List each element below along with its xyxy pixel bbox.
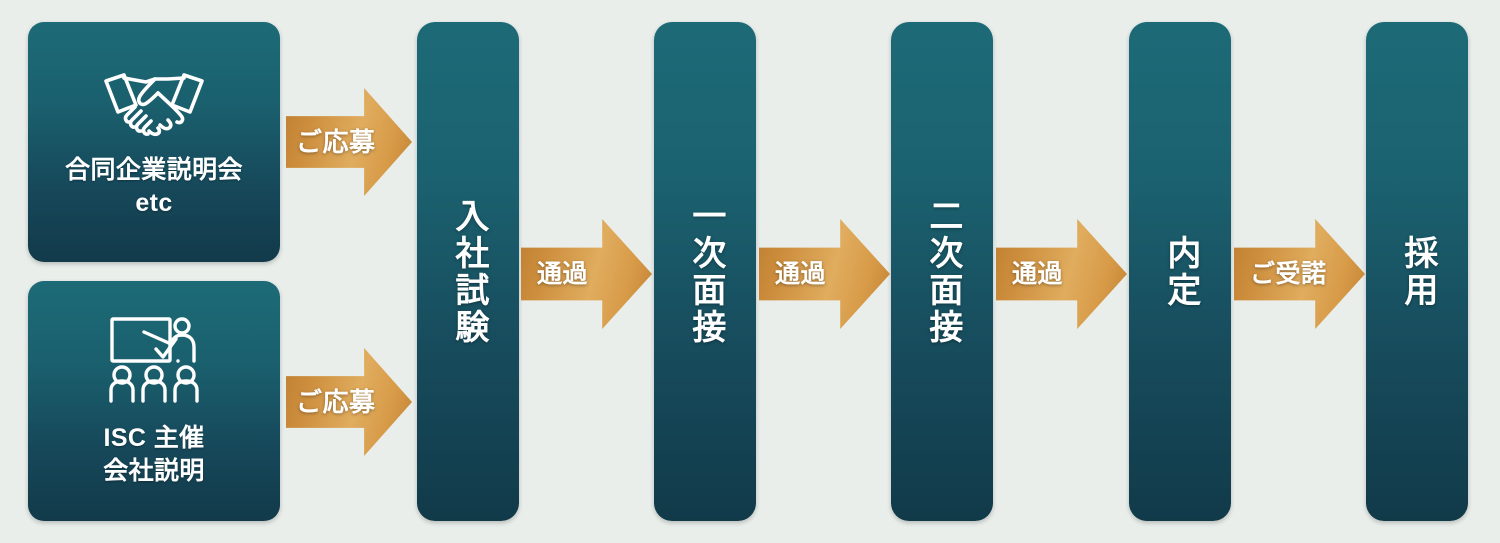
stage-hired[interactable]: 採用 (1366, 22, 1468, 521)
arrow-label: ご応募 (296, 387, 376, 417)
entry-card-joint-company-briefing[interactable]: 合同企業説明会 etc (28, 22, 280, 262)
stage-label: 入社試験 (449, 197, 488, 346)
stage-job-offer[interactable]: 内定 (1129, 22, 1231, 521)
arrow-label: 通過 (537, 259, 589, 288)
handshake-icon (98, 65, 210, 144)
entry-card-isc-company-briefing[interactable]: ISC 主催 会社説明 (28, 281, 280, 521)
arrow-pass-second-to-offer: 通過 (996, 219, 1127, 329)
stage-label: 内定 (1161, 234, 1200, 309)
arrow-label: 通過 (775, 259, 827, 288)
arrow-apply-from-joint-briefing: ご応募 (286, 88, 412, 196)
entry-card-label: ISC 主催 会社説明 (103, 424, 205, 485)
stage-first-interview[interactable]: 一次面接 (654, 22, 756, 521)
arrow-pass-first-to-second: 通過 (759, 219, 890, 329)
arrow-apply-from-isc-briefing: ご応募 (286, 348, 412, 456)
arrow-label: ご受諾 (1250, 259, 1327, 288)
entry-card-label: 合同企業説明会 etc (65, 156, 243, 217)
stage-label: 二次面接 (923, 197, 962, 346)
arrow-label: ご応募 (296, 127, 376, 157)
stage-second-interview[interactable]: 二次面接 (891, 22, 993, 521)
stage-label: 採用 (1398, 234, 1437, 309)
arrow-accept-offer-to-hired: ご受諾 (1234, 219, 1365, 329)
stage-label: 一次面接 (686, 197, 725, 346)
seminar-presentation-icon (98, 315, 210, 412)
stage-entrance-exam[interactable]: 入社試験 (417, 22, 519, 521)
arrow-label: 通過 (1012, 259, 1064, 288)
arrow-pass-exam-to-first: 通過 (521, 219, 652, 329)
